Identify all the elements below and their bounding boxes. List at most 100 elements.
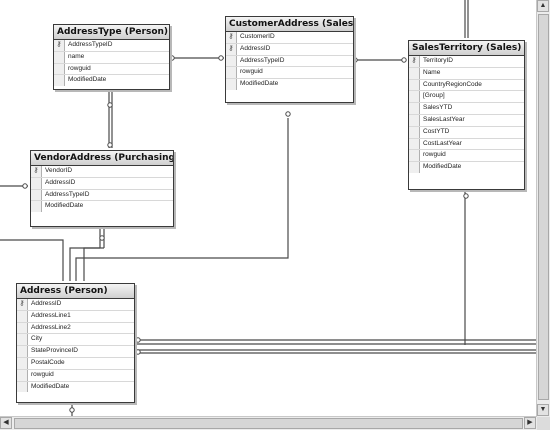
table-column-row[interactable]: AddressLine1 bbox=[17, 310, 134, 323]
scroll-right-button[interactable]: ▶ bbox=[524, 417, 536, 429]
relationship-line bbox=[69, 247, 100, 281]
table-column-row[interactable]: CountryRegionCode bbox=[409, 79, 524, 92]
key-icon: ⚷ bbox=[17, 299, 28, 310]
table-column-row[interactable]: ⚷AddressID bbox=[17, 299, 134, 311]
column-name: SalesYTD bbox=[423, 104, 453, 112]
column-name: [Group] bbox=[423, 92, 445, 100]
row-selector bbox=[31, 201, 42, 213]
table-column-row[interactable]: CostYTD bbox=[409, 126, 524, 139]
column-name: ModifiedDate bbox=[240, 80, 279, 88]
column-name: ModifiedDate bbox=[68, 76, 107, 84]
table-column-row[interactable]: rowguid bbox=[54, 63, 169, 76]
table-title[interactable]: AddressType (Person) bbox=[54, 25, 169, 40]
table-column-row[interactable]: AddressLine2 bbox=[17, 322, 134, 335]
table-column-row[interactable]: ModifiedDate bbox=[54, 75, 169, 87]
row-selector bbox=[409, 138, 420, 150]
column-name: name bbox=[68, 52, 85, 60]
table-title[interactable]: SalesTerritory (Sales) bbox=[409, 41, 524, 56]
row-selector bbox=[226, 67, 237, 79]
table-column-row[interactable]: ⚷TerritoryID bbox=[409, 56, 524, 68]
table-title[interactable]: VendorAddress (Purchasing) bbox=[31, 151, 173, 166]
table-column-row[interactable]: name bbox=[54, 51, 169, 64]
column-name: rowguid bbox=[240, 68, 263, 76]
row-selector bbox=[409, 162, 420, 173]
table-column-row[interactable]: ⚷CustomerID bbox=[226, 32, 353, 44]
table-column-row[interactable]: ⚷VendorID bbox=[31, 166, 173, 178]
table-column-row[interactable]: AddressTypeID bbox=[226, 55, 353, 68]
table-column-row[interactable]: ⚷AddressTypeID bbox=[54, 40, 169, 52]
table-column-row[interactable]: ModifiedDate bbox=[31, 201, 173, 213]
table-column-row[interactable]: StateProvinceID bbox=[17, 346, 134, 358]
row-selector bbox=[31, 189, 42, 201]
scroll-left-button[interactable]: ◀ bbox=[0, 417, 12, 429]
vertical-scroll-thumb[interactable] bbox=[538, 14, 549, 400]
scrollbar-corner bbox=[537, 417, 550, 430]
row-selector bbox=[226, 79, 237, 90]
column-name: AddressLine2 bbox=[31, 323, 71, 331]
table-title[interactable]: Address (Person) bbox=[17, 284, 134, 299]
table-column-row[interactable]: ModifiedDate bbox=[409, 162, 524, 173]
table-column-row[interactable]: AddressID bbox=[31, 177, 173, 190]
column-name: AddressTypeID bbox=[240, 56, 285, 64]
table-column-row[interactable]: ⚷AddressID bbox=[226, 43, 353, 56]
relationship-line bbox=[75, 118, 289, 281]
table-column-row[interactable]: [Group] bbox=[409, 91, 524, 104]
horizontal-scrollbar[interactable]: ◀ ▶ bbox=[0, 416, 537, 430]
scroll-down-button[interactable]: ▼ bbox=[537, 404, 549, 416]
relationship-endpoint bbox=[169, 55, 175, 61]
column-name: PostalCode bbox=[31, 358, 65, 366]
relationship-endpoint bbox=[285, 111, 291, 117]
row-selector bbox=[409, 67, 420, 79]
column-name: Name bbox=[423, 68, 441, 76]
column-name: CustomerID bbox=[240, 33, 275, 40]
scroll-up-button[interactable]: ▲ bbox=[537, 0, 549, 12]
table-column-row[interactable]: Name bbox=[409, 67, 524, 80]
table-column-row[interactable]: City bbox=[17, 334, 134, 347]
row-selector bbox=[226, 55, 237, 67]
column-name: rowguid bbox=[423, 151, 446, 159]
relationship-endpoint bbox=[401, 57, 407, 63]
row-selector bbox=[409, 126, 420, 138]
column-name: ModifiedDate bbox=[423, 163, 462, 171]
table-column-row[interactable]: SalesLastYear bbox=[409, 114, 524, 127]
column-name: CostLastYear bbox=[423, 139, 462, 147]
key-icon: ⚷ bbox=[226, 32, 237, 43]
column-name: rowguid bbox=[68, 64, 91, 72]
table-column-row[interactable]: PostalCode bbox=[17, 357, 134, 370]
vertical-scrollbar[interactable]: ▲ ▼ bbox=[536, 0, 550, 417]
relationship-endpoint bbox=[135, 349, 141, 355]
horizontal-scroll-thumb[interactable] bbox=[14, 418, 523, 429]
table-customeraddress[interactable]: CustomerAddress (Sales) ⚷CustomerID⚷Addr… bbox=[225, 16, 354, 103]
row-selector bbox=[409, 103, 420, 114]
table-column-row[interactable]: AddressTypeID bbox=[31, 189, 173, 202]
column-name: ModifiedDate bbox=[31, 382, 70, 390]
table-title[interactable]: CustomerAddress (Sales) bbox=[226, 17, 353, 32]
table-column-row[interactable]: ModifiedDate bbox=[17, 381, 134, 393]
column-name: VendorID bbox=[45, 167, 73, 174]
row-selector bbox=[17, 310, 28, 322]
table-column-row[interactable]: CostLastYear bbox=[409, 138, 524, 151]
relationship-endpoint bbox=[107, 102, 113, 108]
table-column-row[interactable]: SalesYTD bbox=[409, 103, 524, 115]
table-column-row[interactable]: rowguid bbox=[17, 369, 134, 382]
row-selector bbox=[54, 63, 65, 75]
row-selector bbox=[17, 334, 28, 346]
column-name: City bbox=[31, 335, 43, 343]
column-name: AddressID bbox=[45, 178, 76, 186]
relationship-endpoint bbox=[99, 235, 105, 241]
table-column-row[interactable]: ModifiedDate bbox=[226, 79, 353, 90]
column-name: AddressTypeID bbox=[45, 190, 90, 198]
row-selector bbox=[54, 75, 65, 87]
key-icon: ⚷ bbox=[409, 56, 420, 67]
relationship-endpoint bbox=[463, 193, 469, 199]
table-column-row[interactable]: rowguid bbox=[226, 67, 353, 80]
table-column-row[interactable]: rowguid bbox=[409, 150, 524, 163]
column-name: ModifiedDate bbox=[45, 202, 84, 210]
